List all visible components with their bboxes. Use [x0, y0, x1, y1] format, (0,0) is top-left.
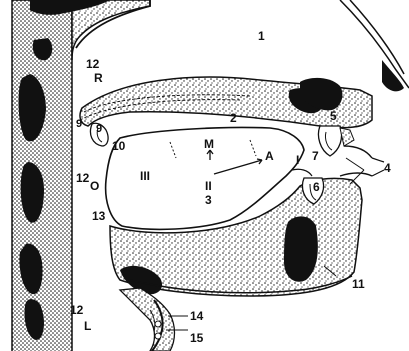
label-o: O [90, 179, 99, 193]
label-5: 5 [330, 109, 337, 123]
label-1: 1 [258, 29, 265, 43]
label-12-r: 12 [86, 57, 100, 71]
label-13: 13 [92, 209, 106, 223]
label-l: L [84, 319, 91, 333]
label-6: 6 [313, 180, 320, 194]
hard-palate [80, 77, 372, 128]
label-7: 7 [312, 149, 319, 163]
label-2: 2 [230, 111, 237, 125]
label-a: A [265, 149, 274, 163]
label-12-l: 12 [70, 303, 84, 317]
label-9-inner: 9 [96, 123, 102, 135]
nasal-cavity [340, 0, 409, 91]
larynx [120, 288, 175, 351]
label-r: R [94, 71, 103, 85]
label-10: 10 [112, 139, 126, 153]
label-4: 4 [384, 161, 391, 175]
label-iii: III [140, 169, 150, 183]
label-9-outer: 9 [76, 118, 82, 130]
vertebral-column [0, 0, 72, 351]
label-ii: II [205, 179, 212, 193]
label-m: M [204, 137, 214, 151]
label-15: 15 [190, 331, 204, 345]
label-12-o: 12 [76, 171, 90, 185]
label-11: 11 [352, 277, 365, 291]
label-3: 3 [205, 193, 212, 207]
upper-incisor [318, 126, 354, 156]
label-i: I [296, 153, 299, 167]
label-14: 14 [190, 309, 204, 323]
